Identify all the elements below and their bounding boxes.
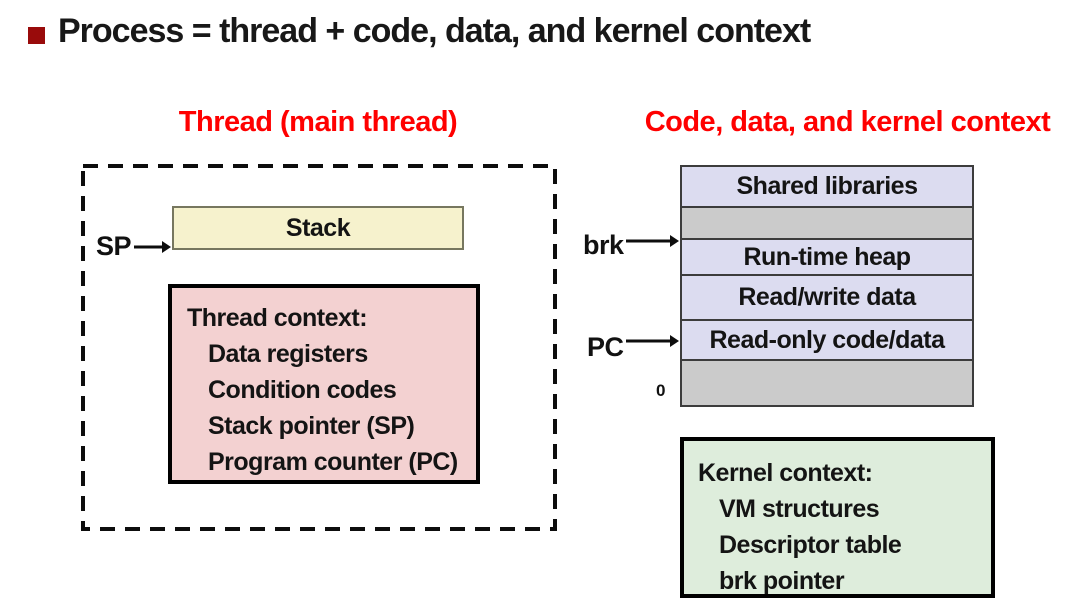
segment-read-only-code-data: Read-only code/data [682, 321, 972, 361]
stack-box: Stack [172, 206, 464, 250]
thread-boundary-box [81, 164, 557, 531]
brk-arrow-icon [626, 235, 679, 247]
address-zero-label: 0 [656, 381, 666, 400]
segment-runtime-heap: Run-time heap [682, 240, 972, 276]
thread-section-heading: Thread (main thread) [178, 106, 458, 138]
pc-label: PC [587, 332, 624, 362]
segment-unused-gap [682, 208, 972, 240]
thread-context-item: Condition codes [208, 376, 397, 404]
thread-context-item: Data registers [208, 340, 368, 368]
pc-arrow-icon [626, 335, 679, 347]
sp-label: SP [96, 231, 132, 261]
stack-label: Stack [285, 213, 351, 242]
segment-shared-libraries: Shared libraries [682, 167, 972, 208]
brk-label: brk [583, 230, 624, 260]
thread-context-box: Thread context: Data registers Condition… [168, 284, 480, 484]
slide-title: Process = thread + code, data, and kerne… [58, 12, 811, 50]
thread-context-heading: Thread context: [187, 304, 368, 332]
kernel-context-item: brk pointer [719, 567, 845, 595]
thread-context-item: Stack pointer (SP) [208, 412, 415, 440]
kernel-context-heading: Kernel context: [698, 459, 873, 487]
memory-map: Shared libraries Run-time heap Read/writ… [680, 165, 974, 407]
kernel-context-item: Descriptor table [719, 531, 902, 559]
thread-context-item: Program counter (PC) [208, 448, 458, 476]
title-bullet-icon [28, 27, 45, 44]
kernel-context-item: VM structures [719, 495, 880, 523]
kernel-context-box: Kernel context: VM structures Descriptor… [680, 437, 995, 598]
sp-arrow-icon [134, 241, 171, 253]
segment-read-write-data: Read/write data [682, 276, 972, 321]
memory-section-heading: Code, data, and kernel context [644, 106, 1051, 138]
segment-unused-bottom [682, 361, 972, 405]
